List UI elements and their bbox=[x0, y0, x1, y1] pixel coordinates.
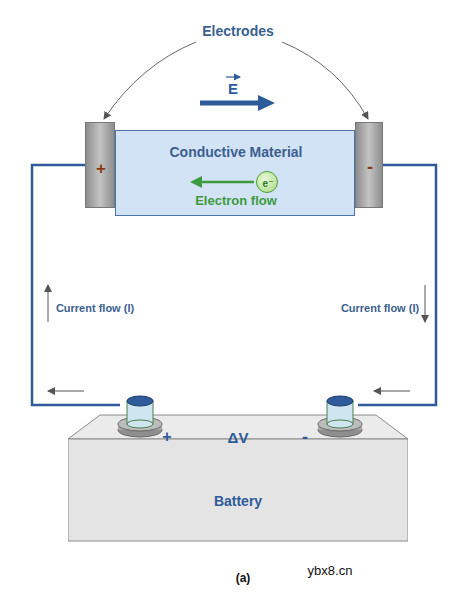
callout-label: Electrodes bbox=[202, 23, 274, 39]
battery-text: - bbox=[302, 427, 308, 448]
field-arrow-head bbox=[258, 95, 275, 111]
electron: e⁻ bbox=[256, 171, 278, 193]
negative-electrode-text: - bbox=[367, 157, 373, 178]
negative-electrode: - bbox=[355, 122, 383, 208]
terminal-cap bbox=[327, 396, 353, 406]
electron-text: e⁻ bbox=[263, 178, 274, 189]
field-arrow bbox=[200, 101, 262, 106]
wire bbox=[358, 404, 408, 407]
leader-line bbox=[104, 42, 196, 119]
battery-text: Battery bbox=[214, 493, 262, 509]
watermark: ybx8.cn bbox=[308, 563, 353, 578]
leader-line bbox=[282, 42, 368, 119]
current-arrow bbox=[48, 391, 84, 392]
battery-body bbox=[68, 395, 408, 543]
battery-text: ΔV bbox=[228, 429, 249, 446]
current-arrow bbox=[425, 285, 426, 322]
current-arrow bbox=[48, 285, 49, 322]
current-label: Current flow (I) bbox=[337, 301, 423, 315]
positive-electrode: + bbox=[85, 122, 115, 208]
terminal-post bbox=[127, 420, 153, 428]
wire bbox=[383, 165, 436, 405]
wire bbox=[68, 404, 120, 407]
wire bbox=[32, 165, 85, 405]
current-label: Current flow (I) bbox=[52, 301, 138, 315]
electron-arrow bbox=[198, 181, 254, 184]
conductive-material-text: Electron flow bbox=[195, 193, 277, 208]
conductive-material-text: Conductive Material bbox=[169, 144, 302, 160]
battery-case bbox=[68, 439, 408, 541]
battery: + ΔV - Battery bbox=[68, 395, 408, 543]
positive-electrode-text: + bbox=[96, 159, 106, 179]
conductive-material: Conductive MaterialElectron flow e⁻ bbox=[115, 130, 355, 216]
terminal-post bbox=[327, 420, 353, 428]
field-symbol: E bbox=[228, 80, 238, 97]
electron-arrow-head bbox=[190, 176, 202, 188]
battery-text: + bbox=[162, 428, 171, 446]
figure-caption: (a) bbox=[236, 571, 251, 585]
terminal-cap bbox=[127, 396, 153, 406]
vector-accent bbox=[226, 76, 240, 77]
current-arrow bbox=[374, 391, 410, 392]
